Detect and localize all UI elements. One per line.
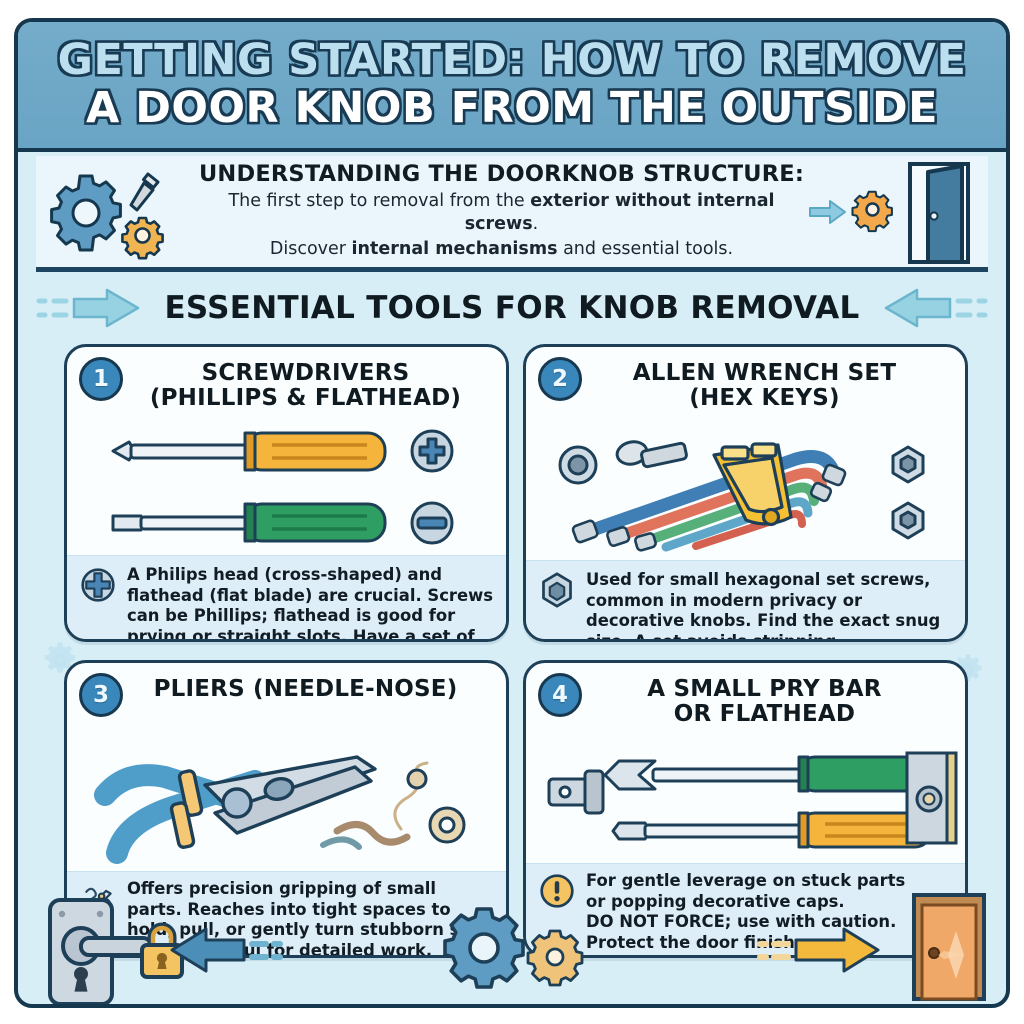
intro-band: UNDERSTANDING THE DOORKNOB STRUCTURE: Th… xyxy=(36,156,988,272)
poster-header: GETTING STARTED: HOW TO REMOVE A DOOR KN… xyxy=(18,22,1006,152)
padlock-icon xyxy=(136,917,188,986)
infographic-poster: GETTING STARTED: HOW TO REMOVE A DOOR KN… xyxy=(14,18,1010,1008)
gear-and-screw-icons xyxy=(50,172,164,259)
arrow-right-icon xyxy=(809,199,846,224)
banner-arrow-left-icon xyxy=(884,288,988,328)
tool-card-1[interactable]: 1 SCREWDRIVERS (PHILLIPS & FLATHEAD) xyxy=(64,344,509,642)
intro-left-icons xyxy=(36,166,186,259)
intro-line1-bold: exterior without internal screws xyxy=(464,191,775,235)
phillips-screw-icon xyxy=(77,565,119,603)
card-2-number-badge: 2 xyxy=(538,357,582,401)
card-1-head: 1 SCREWDRIVERS (PHILLIPS & FLATHEAD) xyxy=(67,347,506,425)
card-2-title-line2: (HEX KEYS) xyxy=(689,384,840,411)
door-plate-icon xyxy=(905,751,958,845)
intro-text-block: UNDERSTANDING THE DOORKNOB STRUCTURE: Th… xyxy=(186,162,817,260)
footer-gears xyxy=(18,892,1006,1004)
card-4-body-line3: DO NOT FORCE; use with caution. xyxy=(586,912,897,932)
closed-door-icon xyxy=(908,891,990,1004)
prybar-icon xyxy=(547,755,932,849)
card-4-body: For gentle leverage on stuck parts or po… xyxy=(586,871,905,954)
intro-right-icons xyxy=(809,158,988,266)
card-2-title: ALLEN WRENCH SET (HEX KEYS) xyxy=(536,359,955,411)
intro-line-1: The first step to removal from the exter… xyxy=(190,190,813,236)
pliers-icon xyxy=(93,755,465,864)
card-4-title-line1: A SMALL PRY BAR xyxy=(647,676,882,702)
card-4-title-line2: OR FLATHEAD xyxy=(673,700,856,727)
card-4-number-badge: 4 xyxy=(538,673,582,717)
footer-arrow-right-icon xyxy=(756,927,886,978)
open-door-icon xyxy=(908,161,970,264)
screwdrivers-icon xyxy=(111,429,453,545)
poster-footer xyxy=(18,892,1006,1004)
intro-line1-suffix: . xyxy=(532,214,539,235)
card-4-footer: For gentle leverage on stuck parts or po… xyxy=(526,863,965,955)
tool-card-4[interactable]: 4 A SMALL PRY BAR OR FLATHEAD xyxy=(523,660,968,958)
card-3-illustration xyxy=(67,741,506,871)
card-3-number-badge: 3 xyxy=(79,673,123,717)
card-3-head: 3 PLIERS (NEEDLE-NOSE) xyxy=(67,663,506,741)
card-1-title-line2: (PHILLIPS & FLATHEAD) xyxy=(149,384,462,411)
banner-arrow-right-icon xyxy=(36,288,140,328)
card-2-illustration xyxy=(526,425,965,560)
section-title: ESSENTIAL TOOLS FOR KNOB REMOVAL xyxy=(164,290,860,326)
title-line-2: A DOOR KNOB FROM THE OUTSIDE xyxy=(85,83,939,133)
card-2-body: Used for small hexagonal set screws, com… xyxy=(586,570,941,642)
card-2-title-line1: ALLEN WRENCH SET xyxy=(632,360,897,386)
card-4-body-line4: Protect the door finish. xyxy=(586,933,802,953)
card-4-body-line1: For gentle leverage on stuck parts xyxy=(586,871,906,890)
card-4-title: A SMALL PRY BAR OR FLATHEAD xyxy=(536,675,955,727)
tool-card-2[interactable]: 2 ALLEN WRENCH SET (HEX KEYS) xyxy=(523,344,968,642)
gear-icon xyxy=(443,907,525,989)
intro-line2-bold: internal mechanisms xyxy=(351,238,558,259)
intro-heading: UNDERSTANDING THE DOORKNOB STRUCTURE: xyxy=(198,161,805,188)
hex-nut-icon xyxy=(536,570,578,608)
footer-arrow-left-icon xyxy=(166,927,286,978)
card-1-title: SCREWDRIVERS (PHILLIPS & FLATHEAD) xyxy=(77,359,496,411)
intro-line1-prefix: The first step to removal from the xyxy=(228,191,531,212)
warning-icon xyxy=(536,871,578,909)
card-1-title-line1: SCREWDRIVERS xyxy=(201,360,410,386)
hex-keys-icon xyxy=(558,440,924,552)
intro-line-2: Discover internal mechanisms and essenti… xyxy=(190,238,813,261)
tools-grid: 1 SCREWDRIVERS (PHILLIPS & FLATHEAD) xyxy=(64,344,968,958)
title-line-1: GETTING STARTED: HOW TO REMOVE xyxy=(57,35,967,86)
door-lever-plate-icon xyxy=(32,896,153,1004)
card-1-footer: A Philips head (cross-shaped) and flathe… xyxy=(67,555,506,642)
card-4-head: 4 A SMALL PRY BAR OR FLATHEAD xyxy=(526,663,965,741)
card-1-body: A Philips head (cross-shaped) and flathe… xyxy=(127,565,494,642)
card-2-head: 2 ALLEN WRENCH SET (HEX KEYS) xyxy=(526,347,965,425)
section-banner: ESSENTIAL TOOLS FOR KNOB REMOVAL xyxy=(18,280,1006,336)
card-4-illustration xyxy=(526,741,965,863)
card-2-footer: Used for small hexagonal set screws, com… xyxy=(526,560,965,642)
card-1-number-badge: 1 xyxy=(79,357,123,401)
card-4-body-line2: or popping decorative caps. xyxy=(586,891,845,911)
card-3-title: PLIERS (NEEDLE-NOSE) xyxy=(77,675,496,702)
intro-line2-suffix: and essential tools. xyxy=(557,238,734,259)
small-gear-icon xyxy=(851,190,893,232)
small-gear-icon xyxy=(526,929,584,987)
card-1-illustration xyxy=(67,425,506,555)
card-3-title-line1: PLIERS (NEEDLE-NOSE) xyxy=(153,676,458,702)
intro-line2-prefix: Discover xyxy=(269,238,352,259)
